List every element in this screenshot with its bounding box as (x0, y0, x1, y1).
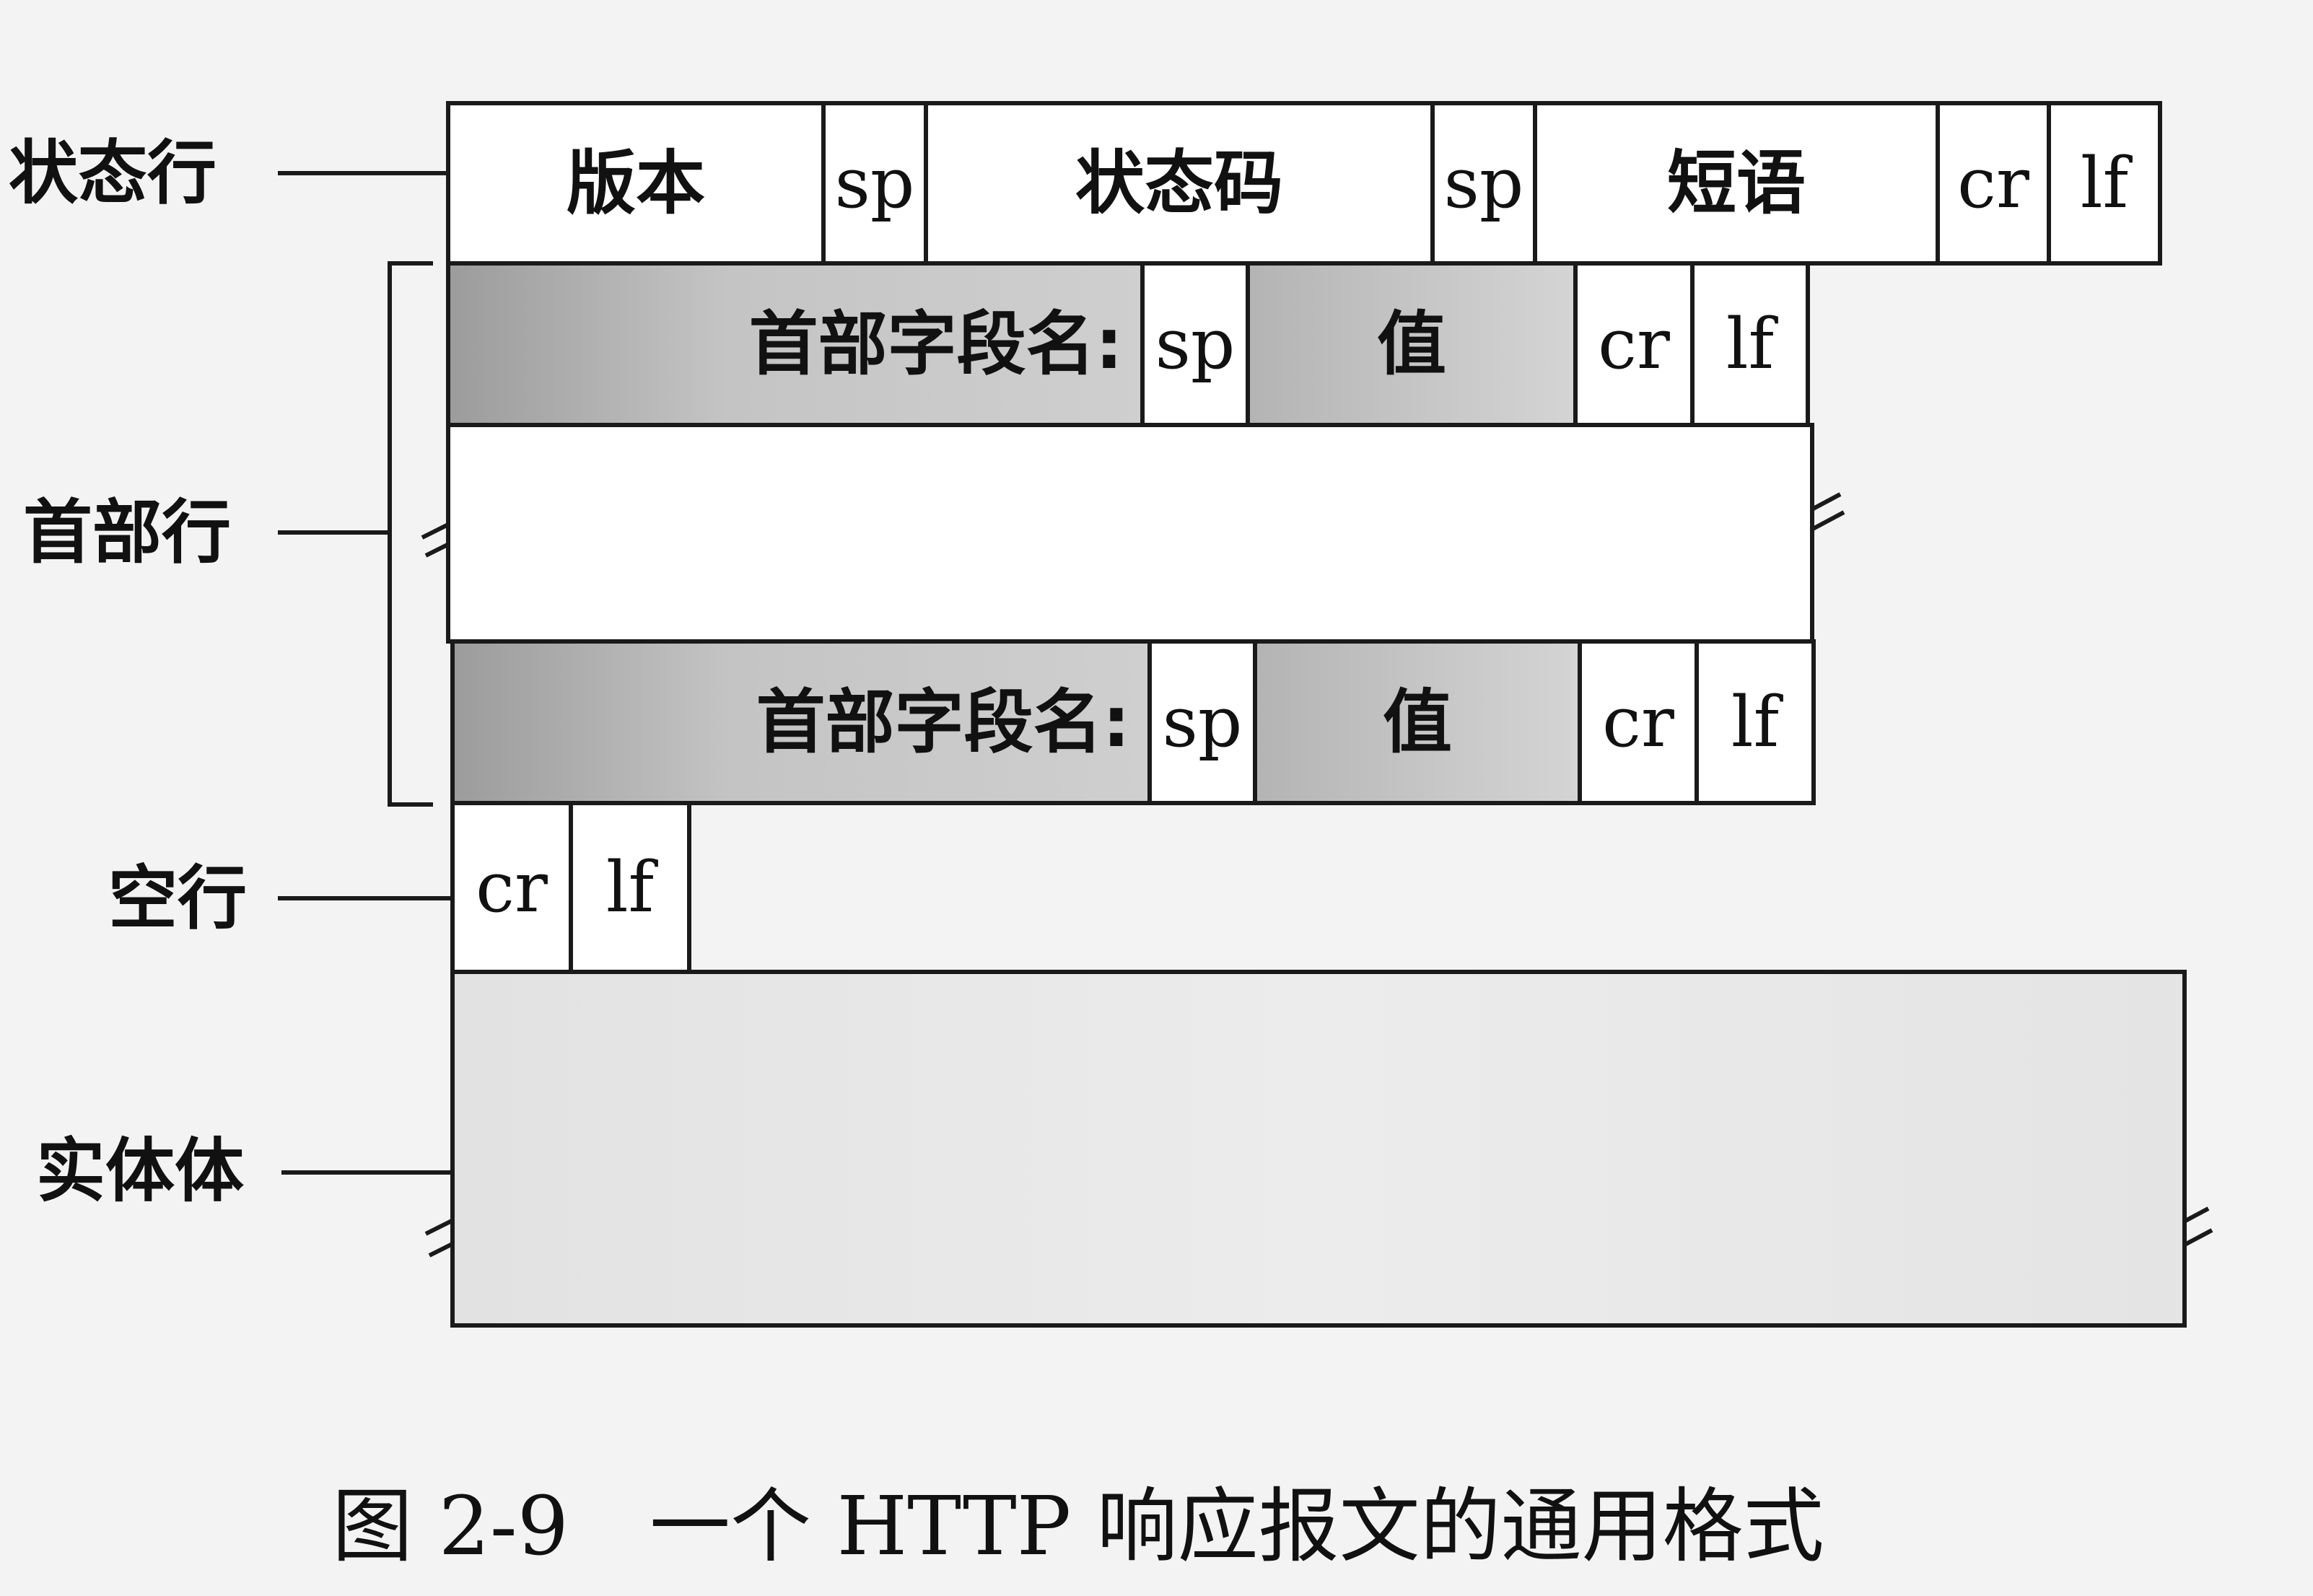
lf-field: lf (569, 801, 691, 974)
cr-field: cr (1578, 639, 1699, 805)
phrase-field: 短语 (1533, 101, 1940, 266)
sp-field: sp (1430, 101, 1537, 266)
sp-field: sp (1147, 639, 1257, 805)
cr-field: cr (1936, 101, 2051, 266)
blank-line-label: 空行 (108, 858, 247, 939)
version-field: 版本 (446, 101, 826, 266)
lf-field: lf (1690, 261, 1810, 427)
status-line-label: 状态行 (9, 133, 217, 214)
header-value-field: 值 (1246, 261, 1578, 427)
status-code-field: 状态码 (924, 101, 1435, 266)
header-field-name: 首部字段名: (446, 261, 1145, 427)
sp-field: sp (1140, 261, 1250, 427)
header-field-name: 首部字段名: (450, 639, 1152, 805)
sp-field: sp (821, 101, 928, 266)
lf-field: lf (1695, 639, 1816, 805)
cr-field: cr (1573, 261, 1695, 427)
lf-field: lf (2047, 101, 2162, 266)
figure-caption: 图 2-9 一个 HTTP 响应报文的通用格式 (332, 1480, 1824, 1574)
header-lines-label: 首部行 (23, 492, 231, 573)
header-lines-gap (446, 423, 1814, 644)
entity-body-box (450, 970, 2187, 1328)
cr-field: cr (450, 801, 573, 974)
entity-body-label: 实体体 (36, 1131, 244, 1211)
header-value-field: 值 (1253, 639, 1582, 805)
